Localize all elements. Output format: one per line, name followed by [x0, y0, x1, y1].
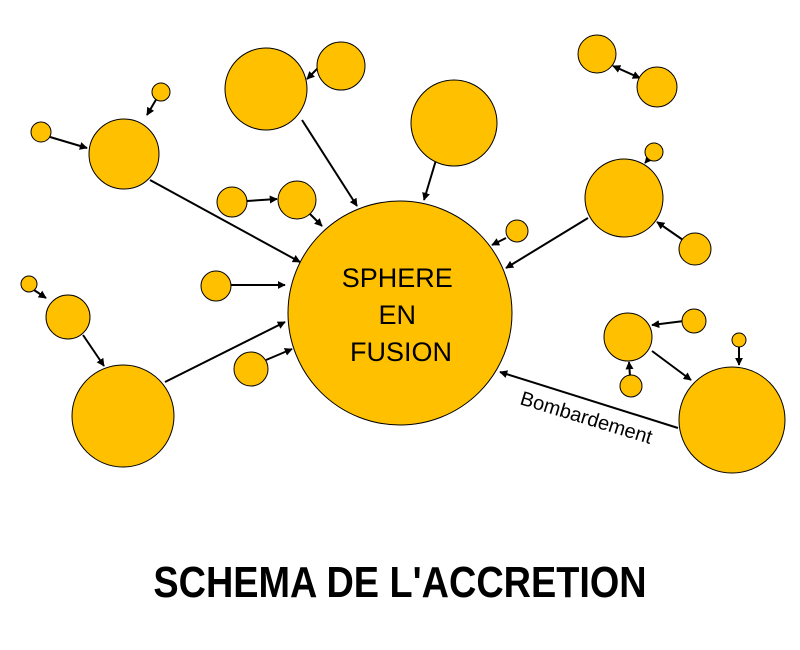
arrow-tl-large-to-core: [301, 119, 358, 207]
arrow-right-small-to-core: [491, 237, 507, 246]
body-left-small-4: [45, 294, 91, 340]
body-tiny-6: [619, 374, 643, 398]
arrow-left-small-to-bl-large: [82, 334, 105, 367]
body-tiny-1: [151, 82, 171, 102]
core-label-line-3: FUSION: [350, 337, 452, 367]
body-tiny-4: [644, 142, 664, 162]
arrow-small-pair: [246, 195, 278, 204]
body-right-mid: [603, 312, 653, 362]
arrow-tiny-to-left-mid: [146, 97, 158, 116]
arrow-bottom-small-to-core: [265, 348, 293, 361]
arrows: [30, 65, 743, 429]
core-label-line-2: EN: [378, 300, 416, 330]
body-bottom-small: [233, 351, 269, 387]
body-tiny-3: [20, 275, 38, 293]
body-right-large: [584, 158, 664, 238]
core-label: SPHERE EN FUSION: [342, 263, 461, 367]
arrow-right-to-core: [505, 217, 589, 269]
page-title: SCHEMA DE L'ACCRETION: [153, 558, 647, 607]
arrow-top-right-pair: [612, 65, 641, 79]
body-right-mid-small: [681, 308, 707, 334]
body-top-left-small: [316, 41, 366, 91]
body-left-mid: [88, 118, 160, 190]
body-tiny-5: [731, 332, 747, 348]
arrow-to-br-mid: [651, 320, 685, 329]
arrow-bl-large-to-core: [164, 321, 286, 383]
arrow-left-mid-to-core: [149, 179, 301, 263]
core-sphere: [287, 200, 513, 426]
arrow-top-to-core: [422, 159, 437, 201]
body-top-right-2: [636, 66, 678, 108]
body-small-2: [277, 180, 317, 220]
body-top-left-large: [224, 47, 308, 131]
body-top-right-1: [577, 34, 617, 74]
arrow-bombardment: [499, 370, 679, 429]
body-small-1: [216, 186, 248, 218]
arrow-tiny-bottom-to-br-mid: [625, 361, 634, 377]
core-label-line-1: SPHERE: [342, 263, 453, 293]
body-top-center: [410, 79, 498, 167]
body-bottom-left-large: [71, 364, 175, 468]
arrow-br-mid-to-br-large: [651, 350, 692, 381]
body-tiny-2: [30, 121, 52, 143]
arrow-tiny-left-to-mid: [49, 136, 88, 150]
body-left-small-3: [200, 270, 232, 302]
arrow-small-to-core: [307, 211, 323, 227]
arrow-right-small-to-right: [656, 221, 684, 241]
body-right-small-2: [678, 232, 712, 266]
body-right-small: [505, 219, 529, 243]
body-bottom-right-large: [678, 366, 786, 474]
bodies: [20, 34, 786, 474]
